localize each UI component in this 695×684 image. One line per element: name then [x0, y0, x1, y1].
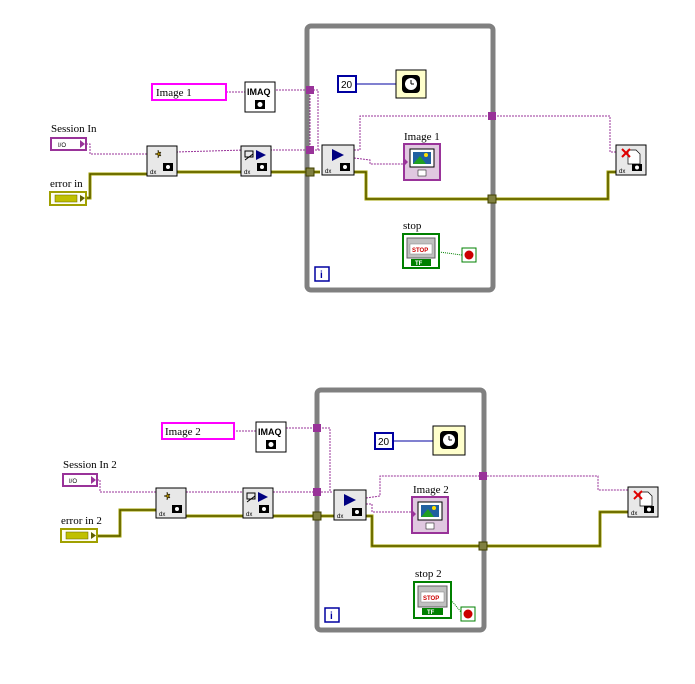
session-wires-1 [86, 89, 618, 165]
error-in-control-2[interactable]: error in 2 [60, 515, 102, 543]
diagram-1: Session In I/O error in Image 1 IMAQ [49, 23, 647, 293]
tunnel-error-left-1 [305, 167, 315, 177]
image-display-icon [409, 148, 435, 177]
imaq-create-2[interactable]: IMAQ [255, 421, 287, 453]
image-display-icon [417, 501, 443, 530]
stop-indicator-icon [463, 609, 473, 619]
grab-vi-1[interactable]: dx [321, 144, 355, 176]
loop-condition-1[interactable] [461, 247, 477, 263]
display-label-1: Image 1 [404, 131, 440, 143]
wait-ms-icon [402, 75, 420, 93]
tunnel-error-left-2 [312, 511, 322, 521]
session-in-control-1[interactable]: Session In I/O [50, 123, 97, 151]
close-camera-icon [621, 148, 642, 171]
imaq-create-icon [268, 442, 274, 447]
stop-indicator-icon [464, 250, 474, 260]
wait-ms-icon [440, 431, 458, 449]
configure-grab-icon [244, 150, 267, 171]
open-camera-icon [163, 491, 182, 513]
wait-ms-2[interactable] [432, 425, 466, 456]
tunnel-error-right-2 [478, 541, 488, 551]
tunnel-session-left-1 [306, 146, 314, 154]
loop-index-text-1: i [320, 270, 323, 281]
while-loop-1[interactable] [304, 23, 496, 293]
session-in-control-2[interactable]: Session In 2 I/O [62, 459, 117, 487]
grab-icon [332, 149, 350, 171]
configure-grab-vi-1[interactable]: dx [240, 145, 272, 177]
vi-dx-tag: dx [150, 170, 156, 176]
vi-dx-tag: dx [159, 512, 165, 518]
vi-dx-tag: dx [337, 514, 343, 520]
imaq-create-icon [257, 102, 263, 107]
image-name-constant-1[interactable]: Image 1 [151, 83, 227, 101]
loop-index-text-2: i [330, 611, 333, 622]
vi-dx-tag: dx [246, 512, 252, 518]
close-camera-vi-2[interactable]: dx [627, 486, 659, 518]
stop-label-2: stop 2 [415, 568, 442, 580]
vi-dx-tag: dx [619, 169, 625, 175]
close-camera-icon [633, 490, 654, 513]
wait-constant-1[interactable]: 20 [337, 75, 396, 93]
tunnel-error-right-1 [487, 194, 497, 204]
stop-tf-text-2: TF [427, 610, 435, 616]
vi-dx-tag: dx [325, 169, 331, 175]
wait-constant-2[interactable]: 20 [374, 432, 433, 450]
tunnel-session-left-2 [313, 488, 321, 496]
session-in-label-1: Session In [51, 123, 97, 135]
error-in-label-2: error in 2 [61, 515, 102, 527]
loop-condition-2[interactable] [460, 606, 476, 622]
vi-dx-tag: dx [244, 170, 250, 176]
session-wires-2 [97, 427, 630, 513]
configure-grab-icon [246, 492, 269, 513]
imaq-create-1[interactable]: IMAQ [244, 81, 276, 113]
tunnel-imageref-left-1 [306, 86, 314, 94]
error-in-label-1: error in [50, 178, 83, 190]
loop-index-1: i [314, 266, 330, 282]
tunnel-session-right-1 [488, 112, 496, 120]
wait-constant-value-2: 20 [378, 437, 390, 448]
stop-tf-text-1: TF [415, 261, 423, 267]
image-name-value-2: Image 2 [165, 426, 201, 438]
imaq-label-2: IMAQ [258, 427, 282, 437]
vi-dx-tag: dx [631, 511, 637, 517]
open-camera-vi-1[interactable]: dx [146, 145, 178, 177]
tunnel-imageref-left-2 [313, 424, 321, 432]
session-io-text-1: I/O [58, 143, 66, 149]
error-wire-inner-1 [86, 171, 618, 200]
stop-button-text-2: STOP [423, 596, 439, 602]
stop-button-1[interactable]: stop STOP TF [402, 220, 463, 269]
while-loop-2[interactable] [314, 387, 487, 633]
open-camera-vi-2[interactable]: dx [155, 487, 187, 519]
grab-icon [344, 494, 362, 516]
loop-index-2: i [324, 607, 340, 623]
configure-grab-vi-2[interactable]: dx [242, 487, 274, 519]
close-camera-vi-1[interactable]: dx [615, 144, 647, 176]
image-name-value-1: Image 1 [156, 87, 192, 99]
open-camera-icon [154, 149, 173, 171]
grab-vi-2[interactable]: dx [333, 489, 367, 521]
image-name-constant-2[interactable]: Image 2 [161, 422, 235, 440]
imaq-label-1: IMAQ [247, 87, 271, 97]
stop-button-2[interactable]: stop 2 STOP TF [413, 568, 462, 619]
diagram-2: Session In 2 I/O error in 2 Image 2 IMAQ [60, 387, 659, 633]
session-in-label-2: Session In 2 [63, 459, 117, 471]
wait-ms-1[interactable] [395, 69, 427, 99]
display-label-2: Image 2 [413, 484, 449, 496]
tunnel-session-right-2 [479, 472, 487, 480]
error-in-control-1[interactable]: error in [49, 178, 87, 206]
session-io-text-2: I/O [69, 479, 77, 485]
stop-button-text-1: STOP [412, 248, 428, 254]
image-display-1[interactable]: Image 1 [403, 131, 441, 181]
image-display-2[interactable]: Image 2 [411, 484, 449, 534]
wait-constant-value-1: 20 [341, 80, 353, 91]
stop-label-1: stop [403, 220, 422, 232]
